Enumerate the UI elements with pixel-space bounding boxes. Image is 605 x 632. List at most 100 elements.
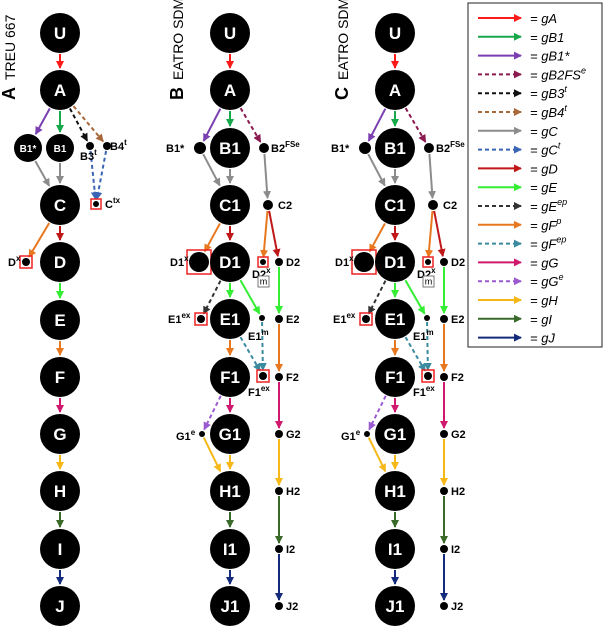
node-B2FSe: B2FSe: [259, 140, 300, 155]
node-F: F: [40, 357, 80, 397]
node-label: H1: [384, 482, 406, 501]
node-B1*: B1*: [14, 134, 42, 162]
node-label: U: [224, 24, 236, 43]
node-circle: [275, 315, 283, 323]
node-circle: [375, 128, 415, 168]
node-circle: [210, 13, 250, 53]
edge-A-B1*: [34, 107, 51, 135]
node-label: H1: [219, 482, 241, 501]
node-circle: [275, 487, 283, 495]
node-B1*: B1*: [331, 142, 371, 155]
node-circle: [93, 201, 99, 207]
node-box: [421, 369, 435, 383]
edge-C1-D1x: [203, 222, 221, 253]
edge-F1-G1e: [368, 395, 387, 431]
node-F1ex: F1ex: [248, 369, 270, 399]
node-circle: [364, 431, 370, 437]
node-circle: [210, 299, 250, 339]
node-circle: [440, 258, 448, 266]
node-label: B3t: [80, 148, 97, 163]
legend-item: = gB3t: [478, 84, 567, 101]
node-circle: [425, 259, 431, 265]
node-label: F2: [286, 372, 299, 384]
edge-D1-E1m: [404, 279, 426, 315]
node-C2: C2: [428, 200, 457, 212]
panel-title-text: EATRO SDM79: [170, 0, 186, 80]
m-marker: m: [257, 275, 270, 288]
panel-title-text: TREU 667: [2, 14, 18, 80]
node-C: C: [40, 185, 80, 225]
node-G2: G2: [275, 429, 301, 441]
node-circle: [40, 529, 80, 569]
node-circle: [210, 414, 250, 454]
legend-item: = gI: [478, 312, 552, 327]
node-circle: [375, 299, 415, 339]
node-circle: [40, 185, 80, 225]
node-circle: [375, 242, 415, 282]
node-C1: C1: [375, 185, 415, 225]
node-circle: [440, 373, 448, 381]
legend-item: = gD: [478, 161, 558, 176]
node-label: I: [58, 540, 63, 559]
legend-item: = gG: [478, 255, 559, 270]
node-label: C: [54, 196, 66, 215]
node-circle: [275, 258, 283, 266]
node-circle: [197, 315, 205, 323]
legend-item: = gGe: [478, 272, 564, 289]
node-label: C2: [278, 200, 292, 212]
legend-item: = gH: [478, 293, 558, 308]
edge-B1*-C: [34, 160, 51, 187]
node-label: B2FSe: [271, 140, 300, 155]
node-circle: [259, 372, 267, 380]
node-label: G1: [219, 425, 242, 444]
legend-label: = gEep: [530, 197, 567, 214]
node-label: E2: [451, 314, 464, 326]
node-circle: [210, 529, 250, 569]
legend-label: = gFp: [530, 216, 561, 233]
node-I1: I1: [210, 529, 250, 569]
node-label: F1ex: [248, 384, 270, 399]
node-G2: G2: [440, 429, 466, 441]
node-E1: E1: [375, 299, 415, 339]
node-label: I1: [388, 540, 402, 559]
node-box: [257, 256, 269, 268]
node-circle: [259, 143, 269, 153]
legend-label: = gH: [530, 293, 558, 308]
edge-D1-E1m: [239, 279, 261, 315]
edge-B2FSe-C2: [263, 153, 272, 200]
node-J1: J1: [210, 586, 250, 626]
node-A: A: [40, 70, 80, 110]
node-D1: D1: [375, 242, 415, 282]
node-circle: [40, 242, 80, 282]
node-box: [194, 312, 208, 326]
node-label: C1: [219, 196, 241, 215]
node-J1: J1: [375, 586, 415, 626]
edge-C2-D2: [268, 210, 281, 258]
node-G1: G1: [375, 414, 415, 454]
node-label: G1: [384, 425, 407, 444]
legend-label: = gA: [530, 11, 557, 26]
node-circle: [375, 471, 415, 511]
node-label: F: [55, 368, 65, 387]
node-label: D1: [384, 253, 406, 272]
node-U: U: [375, 13, 415, 53]
panel-letter: A: [0, 87, 19, 100]
edge-D1-E1ex: [367, 280, 387, 315]
edge-D1-E1ex: [202, 280, 222, 315]
node-D2: D2: [440, 257, 465, 269]
legend-item: = gB1: [478, 30, 564, 45]
node-label: E: [54, 311, 65, 330]
node-label: U: [389, 24, 401, 43]
node-B2FSe: B2FSe: [424, 140, 465, 155]
node-H: H: [40, 471, 80, 511]
node-label: A: [224, 81, 236, 100]
node-E1m: E1m: [413, 315, 434, 343]
legend-label: = gB1: [530, 30, 564, 45]
panel-a-title: A TREU 667: [0, 14, 19, 100]
node-label: D2: [451, 257, 465, 269]
edge-C2-D2x: [425, 210, 434, 259]
edge-A-B1*: [367, 108, 387, 142]
node-label: D1x: [170, 254, 189, 269]
